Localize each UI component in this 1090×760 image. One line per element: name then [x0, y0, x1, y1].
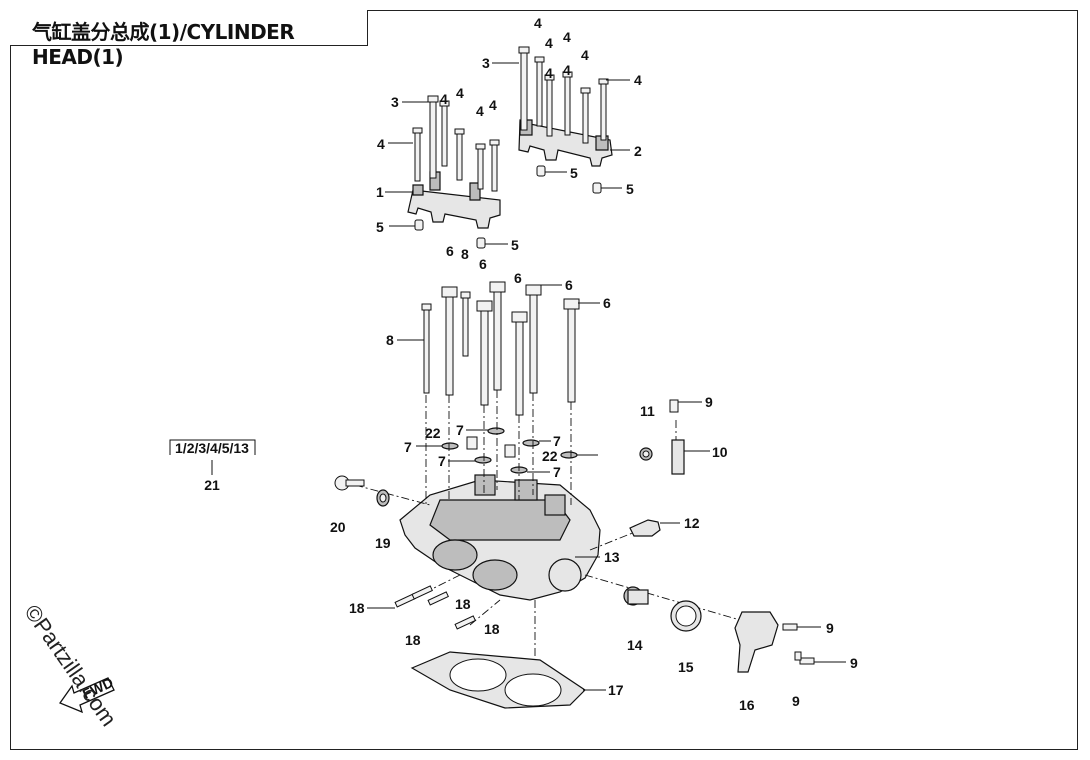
callout-7b: 7: [456, 422, 464, 438]
callout-4j: 4: [377, 136, 385, 152]
housing-16: [734, 611, 815, 673]
callout-8b: 8: [461, 246, 469, 262]
callout-19: 19: [375, 535, 391, 551]
callout-5a: 5: [376, 219, 384, 235]
callout-3b: 3: [391, 94, 399, 110]
callout-14: 14: [627, 637, 643, 653]
callout-2: 2: [634, 143, 642, 159]
callout-16: 16: [739, 697, 755, 713]
callout-5b: 5: [511, 237, 519, 253]
cap-bolts-right: [518, 46, 609, 144]
callout-6e: 6: [603, 295, 611, 311]
callout-labels: 1 2 3 3 4 4 4 4 4 4 4 4 4 4 4 4 5 5 5 5 …: [330, 15, 858, 713]
callout-7d: 7: [553, 433, 561, 449]
pipe-10: [669, 399, 685, 475]
camshaft-cap-1[interactable]: [407, 171, 501, 229]
kit-number-label: 21: [204, 477, 220, 493]
callout-10: 10: [712, 444, 728, 460]
head-bolt-washers: [441, 427, 578, 474]
callout-18b: 18: [405, 632, 421, 648]
head-bolts: [421, 281, 580, 416]
dowels-18: [394, 585, 476, 630]
callout-12: 12: [684, 515, 700, 531]
callout-4b: 4: [545, 35, 553, 51]
cap-bolts-left: [412, 95, 500, 192]
title-box: 气缸盖分总成(1)/CYLINDER HEAD(1): [10, 10, 368, 69]
diagram-frame: [10, 10, 1078, 750]
callout-7a: 7: [404, 439, 412, 455]
callout-4d: 4: [581, 47, 589, 63]
callout-20: 20: [330, 519, 346, 535]
callout-4e: 4: [634, 72, 642, 88]
callout-6d: 6: [565, 277, 573, 293]
callout-9b: 9: [826, 620, 834, 636]
callout-9d: 9: [792, 693, 800, 709]
callout-7c: 7: [438, 453, 446, 469]
page-title: 气缸盖分总成(1)/CYLINDER HEAD(1): [32, 20, 295, 69]
seal-11: [639, 447, 653, 461]
callout-5d: 5: [626, 181, 634, 197]
callout-8a: 8: [386, 332, 394, 348]
callout-4k: 4: [545, 65, 553, 81]
gasket-15: [670, 600, 702, 632]
callout-18c: 18: [455, 596, 471, 612]
callout-4c: 4: [563, 29, 571, 45]
kit-parts-label: 1/2/3/4/5/13: [175, 440, 249, 456]
callout-4h: 4: [476, 103, 484, 119]
callout-4i: 4: [489, 97, 497, 113]
callout-15: 15: [678, 659, 694, 675]
cylinder-head[interactable]: [399, 474, 601, 601]
sensor-12: [629, 519, 661, 537]
callout-9a: 9: [705, 394, 713, 410]
callout-17: 17: [608, 682, 624, 698]
callout-4f: 4: [440, 91, 448, 107]
callout-18a: 18: [349, 600, 365, 616]
seal-19: [376, 489, 390, 507]
callout-22a: 22: [425, 425, 441, 441]
callout-4l: 4: [563, 62, 571, 78]
callout-4a: 4: [534, 15, 542, 31]
callout-6b: 6: [479, 256, 487, 272]
head-gasket-17: [410, 651, 586, 709]
thermostat-14: [623, 586, 649, 606]
callout-3a: 3: [482, 55, 490, 71]
callout-7e: 7: [553, 464, 561, 480]
kit-bracket: 1/2/3/4/5/13 21: [169, 439, 256, 493]
callout-5c: 5: [570, 165, 578, 181]
callout-9c: 9: [850, 655, 858, 671]
dowel-pins: [414, 165, 602, 249]
callout-11: 11: [640, 403, 655, 419]
callout-6a: 6: [446, 243, 454, 259]
callout-18d: 18: [484, 621, 500, 637]
callout-1: 1: [376, 184, 384, 200]
bolt-20: [334, 475, 365, 491]
leader-lines: [367, 62, 846, 691]
callout-4g: 4: [456, 85, 464, 101]
alignment-lines: [354, 390, 741, 660]
callout-22b: 22: [542, 448, 558, 464]
callout-13: 13: [604, 549, 620, 565]
callout-6c: 6: [514, 270, 522, 286]
